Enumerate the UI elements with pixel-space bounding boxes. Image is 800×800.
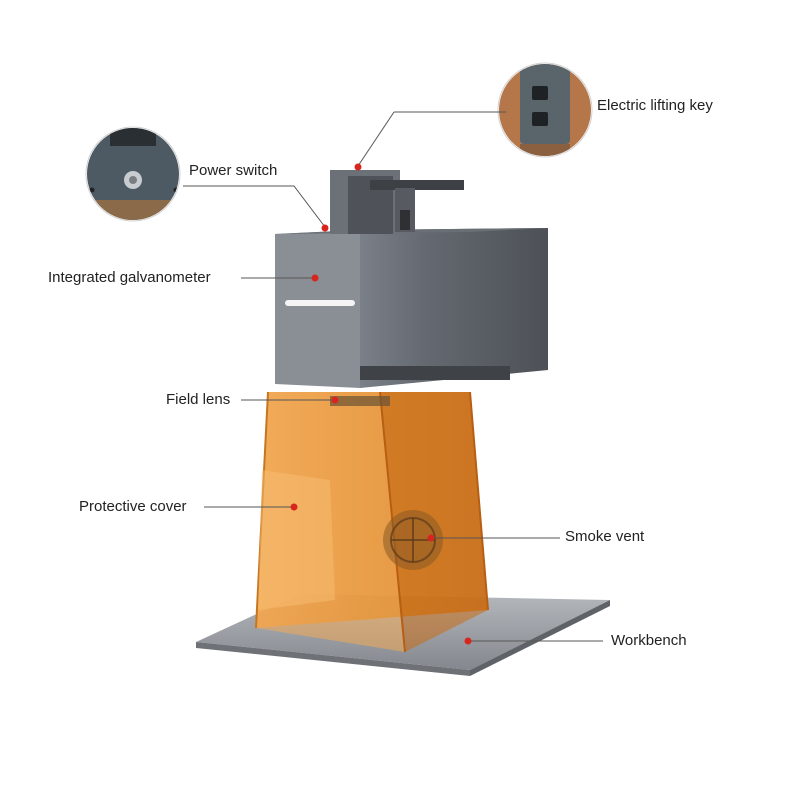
label-electric-lifting-key: Electric lifting key xyxy=(597,97,713,114)
label-field-lens: Field lens xyxy=(166,391,231,408)
power-switch-inset xyxy=(85,126,181,222)
label-workbench: Workbench xyxy=(611,632,687,649)
label-protective-cover: Protective cover xyxy=(79,498,187,515)
smoke-vent-fan xyxy=(383,510,443,570)
electric-lifting-key-inset xyxy=(497,62,593,158)
protective-cover xyxy=(255,391,489,653)
indicator-dots xyxy=(290,163,472,645)
label-power-switch: Power switch xyxy=(189,162,278,179)
galvanometer-body xyxy=(275,228,548,388)
label-smoke-vent: Smoke vent xyxy=(565,528,645,545)
lift-column xyxy=(330,170,464,234)
callout-lines xyxy=(183,111,603,642)
label-integrated-galvanometer: Integrated galvanometer xyxy=(48,269,211,286)
